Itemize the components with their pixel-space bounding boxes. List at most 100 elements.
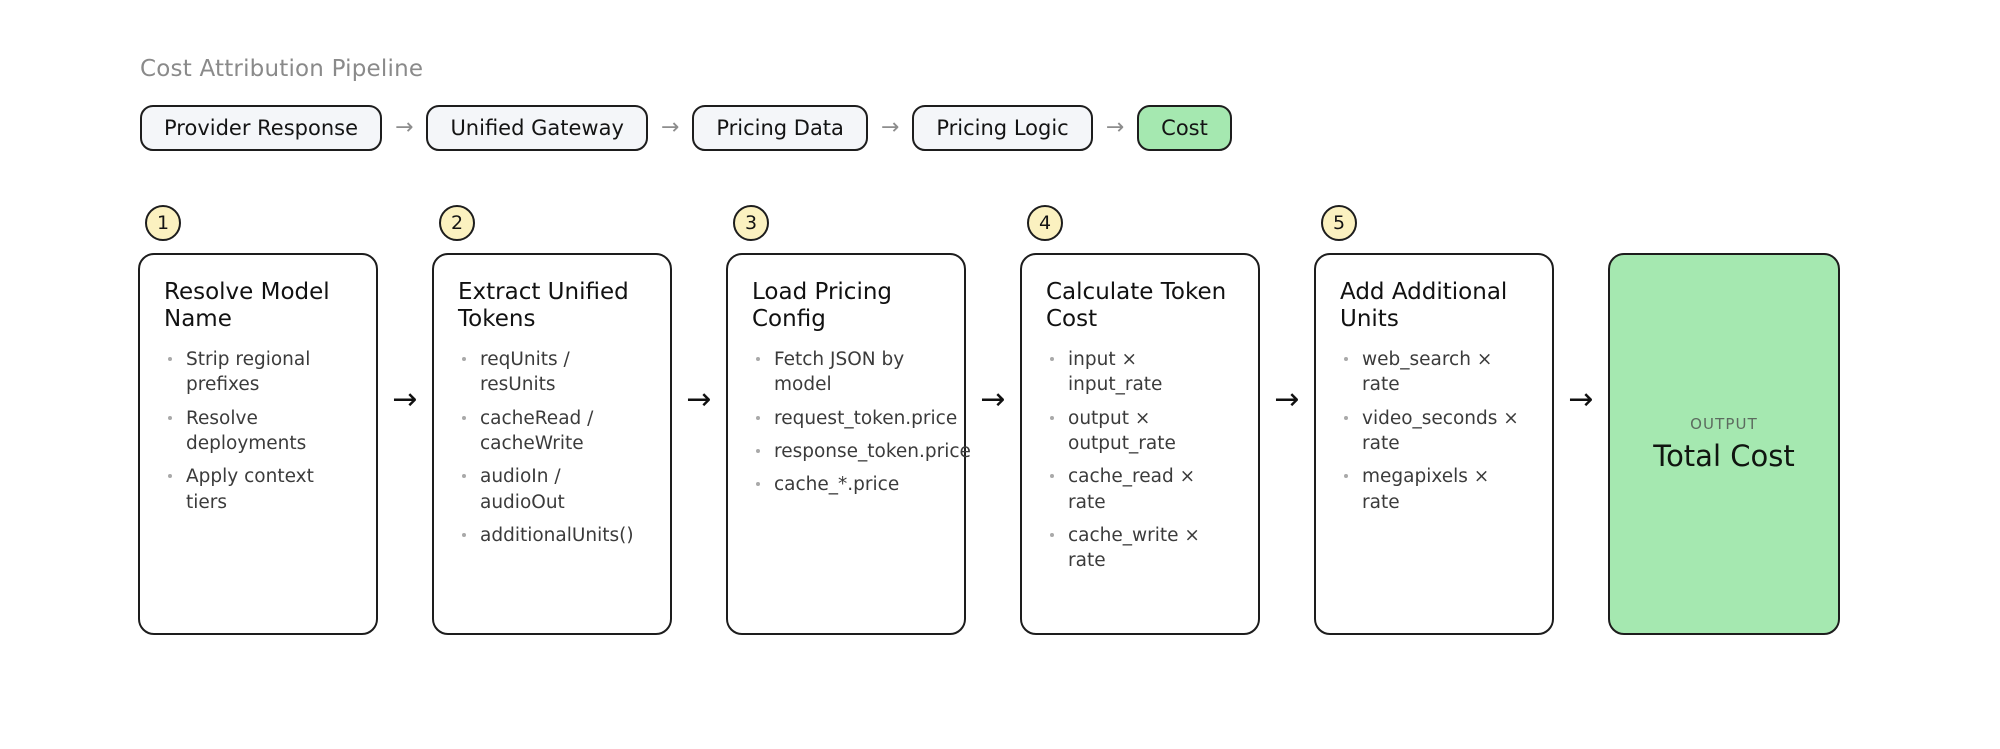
- step-number-badge: 2: [439, 205, 475, 241]
- step-bullet-label: input × input_rate: [1068, 348, 1163, 396]
- step-bullet-item: Resolve deployments: [164, 406, 354, 457]
- bullet-dot-icon: [756, 356, 760, 361]
- step-card-title: Calculate Token Cost: [1046, 279, 1227, 332]
- step-bullet-label: audioIn / audioOut: [480, 466, 565, 513]
- flow-arrow-icon: →: [395, 115, 414, 140]
- step-bullet-label: Apply context tiers: [186, 466, 314, 513]
- bullet-dot-icon: [462, 415, 466, 420]
- bullet-dot-icon: [1344, 356, 1348, 361]
- step-bullet-item: megapixels × rate: [1340, 464, 1530, 515]
- step-bullet-item: reqUnits / resUnits: [458, 347, 648, 398]
- bullet-dot-icon: [1050, 532, 1054, 537]
- step-card[interactable]: Add Additional Units web_search × rate vid…: [1314, 253, 1554, 635]
- step-bullet-item: audioIn / audioOut: [458, 464, 648, 515]
- page-title: Cost Attribution Pipeline: [140, 56, 424, 82]
- bullet-dot-icon: [1344, 415, 1348, 420]
- bullet-dot-icon: [462, 474, 466, 479]
- step-bullet-item: video_seconds × rate: [1340, 406, 1530, 457]
- bullet-dot-icon: [462, 356, 466, 361]
- step-number-badge: 3: [733, 205, 769, 241]
- step-bullet-label: Strip regional prefixes: [186, 348, 311, 396]
- step-bullet-item: Apply context tiers: [164, 464, 354, 515]
- step-bullet-label: reqUnits / resUnits: [480, 348, 570, 396]
- step-bullet-item: web_search × rate: [1340, 347, 1530, 398]
- step-card[interactable]: Extract Unified Tokens reqUnits / resUnit…: [432, 253, 672, 635]
- step-number-badge: 4: [1027, 205, 1063, 241]
- step-bullet-label: response_token.price: [774, 440, 971, 462]
- step-bullet-item: cacheRead / cacheWrite: [458, 406, 648, 457]
- flow-chip[interactable]: Cost: [1137, 105, 1232, 151]
- flow-chip[interactable]: Pricing Data: [692, 105, 868, 151]
- step-card-title: Extract Unified Tokens: [458, 279, 629, 332]
- bullet-dot-icon: [168, 415, 172, 420]
- step-bullet-label: video_seconds × rate: [1362, 407, 1519, 454]
- step-card-title: Load Pricing Config: [752, 279, 893, 332]
- step-card-title: Add Additional Units: [1340, 279, 1508, 332]
- bullet-dot-icon: [1050, 356, 1054, 361]
- step-bullet-item: Fetch JSON by model: [752, 347, 942, 398]
- step-number-badge: 5: [1321, 205, 1357, 241]
- step-number-badge: 1: [145, 205, 181, 241]
- flow-chip[interactable]: Provider Response: [140, 105, 382, 151]
- bullet-dot-icon: [462, 532, 466, 537]
- step-arrow-icon: →: [392, 382, 418, 417]
- step-card-title: Resolve Model Name: [164, 279, 330, 332]
- step-arrow-icon: →: [686, 382, 712, 417]
- step-arrow-icon: →: [1568, 382, 1594, 417]
- bullet-dot-icon: [168, 356, 172, 361]
- step-bullet-item: cache_read × rate: [1046, 464, 1236, 515]
- flow-arrow-icon: →: [660, 115, 680, 140]
- bullet-dot-icon: [1050, 474, 1054, 479]
- bullet-dot-icon: [1344, 474, 1348, 479]
- step-bullet-label: output × output_rate: [1068, 407, 1176, 454]
- step-bullet-label: Resolve deployments: [186, 407, 307, 454]
- pipeline-flow-row: Provider Response → Unified Gateway → Pricin…: [140, 105, 1232, 151]
- flow-chip[interactable]: Pricing Logic: [912, 105, 1093, 151]
- bullet-dot-icon: [756, 482, 760, 487]
- step-bullet-item: input × input_rate: [1046, 347, 1236, 398]
- step-bullet-item: Strip regional prefixes: [164, 347, 354, 398]
- step-bullet-item: response_token.price: [752, 439, 971, 464]
- step-bullet-label: additionalUnits(): [480, 524, 634, 546]
- step-bullet-label: web_search × rate: [1362, 348, 1493, 396]
- step-bullet-item: cache_write × rate: [1046, 523, 1236, 574]
- step-bullet-item: request_token.price: [752, 406, 957, 431]
- step-bullet-item: output × output_rate: [1046, 406, 1236, 457]
- step-arrow-icon: →: [1274, 382, 1300, 417]
- bullet-dot-icon: [168, 474, 172, 479]
- step-bullet-label: cache_*.price: [774, 474, 900, 496]
- step-bullet-label: cacheRead / cacheWrite: [480, 407, 594, 454]
- flow-arrow-icon: →: [1105, 115, 1125, 140]
- step-bullet-label: cache_write × rate: [1068, 524, 1200, 572]
- step-arrow-icon: →: [980, 382, 1006, 417]
- step-bullet-label: megapixels × rate: [1362, 466, 1490, 513]
- output-value: Total Cost: [1653, 439, 1795, 473]
- step-bullet-item: additionalUnits(): [458, 523, 648, 548]
- step-bullet-list: reqUnits / resUnits cacheRead / cacheWrit…: [458, 347, 648, 548]
- step-bullet-item: cache_*.price: [752, 472, 942, 497]
- bullet-dot-icon: [1050, 415, 1054, 420]
- step-bullet-label: request_token.price: [774, 407, 958, 429]
- step-bullet-label: Fetch JSON by model: [774, 348, 905, 396]
- bullet-dot-icon: [756, 415, 760, 420]
- flow-chip[interactable]: Unified Gateway: [426, 105, 648, 151]
- step-bullet-label: cache_read × rate: [1068, 466, 1196, 513]
- flow-arrow-icon: →: [880, 115, 900, 140]
- step-bullet-list: web_search × rate video_seconds × rate meg…: [1340, 347, 1530, 515]
- bullet-dot-icon: [756, 448, 760, 453]
